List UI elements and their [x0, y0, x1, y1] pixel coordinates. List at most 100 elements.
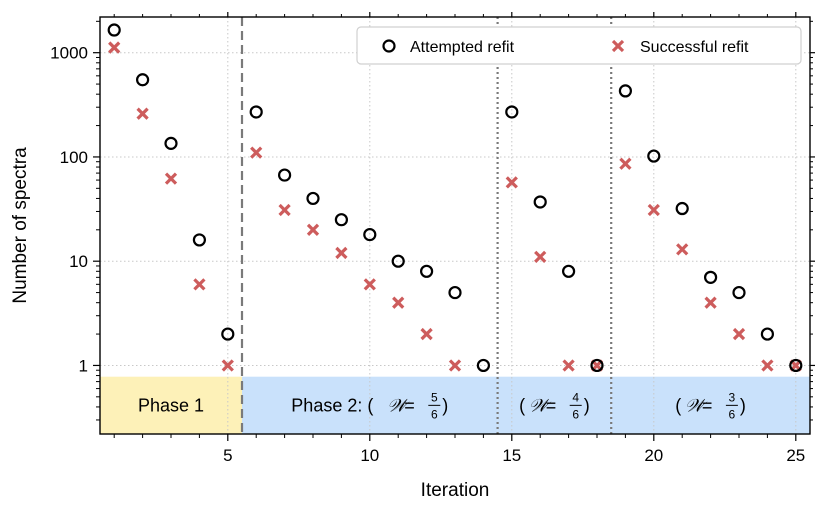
x-marker-stroke — [732, 327, 746, 341]
phase-label-text: 𝒲 — [387, 395, 410, 416]
x-marker-stroke — [505, 176, 518, 189]
legend: Attempted refit Successful refit — [356, 26, 802, 65]
x-marker-stroke — [619, 157, 632, 170]
successful-refit-point — [250, 146, 263, 159]
successful-refit-point — [363, 278, 376, 291]
successful-refit-point — [647, 203, 660, 217]
phase-label-text: ) — [584, 395, 590, 415]
x-marker-stroke — [193, 278, 206, 291]
attempted-refit-point — [420, 264, 434, 278]
phase-label-4: (𝒲 = 36) — [675, 390, 746, 421]
phase-band-4 — [611, 376, 810, 434]
x-tick-label: 25 — [786, 446, 805, 465]
attempted-refit-point — [107, 23, 121, 37]
plot-frame — [99, 16, 811, 435]
series-attempted-refit — [107, 23, 803, 373]
x-marker-stroke — [761, 359, 774, 372]
successful-refit-point — [306, 223, 320, 236]
y-tick-label: 1 — [79, 356, 88, 375]
x-marker-stroke — [704, 296, 717, 309]
attempted-refit-point — [306, 191, 320, 206]
phase-label-text: 𝒲 — [685, 395, 708, 416]
successful-refit-point — [136, 107, 149, 120]
attempted-refit-point — [278, 168, 292, 182]
x-marker-stroke — [221, 359, 234, 372]
attempted-refit-point — [382, 39, 396, 53]
attempted-refit-point — [391, 254, 405, 268]
phase-label-3: (𝒲 = 46) — [519, 390, 590, 421]
x-marker-stroke — [676, 243, 689, 256]
attempted-refit-point — [448, 285, 462, 300]
successful-refit-point — [611, 39, 625, 53]
phase-label-1: Phase 1 — [138, 395, 204, 415]
attempted-refit-point — [590, 358, 604, 373]
attempted-refit-point — [561, 264, 576, 278]
successful-refit-point — [704, 296, 717, 309]
phase-label-text: = — [404, 395, 415, 415]
x-marker-stroke — [392, 296, 405, 309]
x-marker-stroke — [164, 172, 178, 185]
x-marker-stroke — [306, 223, 320, 236]
successful-refit-point — [761, 359, 774, 372]
successful-refit-point — [164, 172, 178, 185]
successful-refit-point — [221, 359, 234, 372]
phase-dividers — [240, 17, 613, 434]
x-marker-stroke — [647, 203, 660, 217]
fraction-numerator: 5 — [431, 390, 438, 404]
x-marker-stroke — [278, 203, 291, 217]
attempted-refit-point — [164, 136, 178, 150]
legend-label: Attempted refit — [410, 39, 515, 56]
successful-refit-point — [108, 41, 121, 54]
x-marker-stroke — [335, 246, 348, 260]
attempted-refit-point — [192, 233, 206, 247]
attempted-refit-point — [703, 270, 718, 284]
phase-label-text: ) — [740, 395, 746, 415]
x-marker-stroke — [250, 146, 263, 159]
x-tick-label: 10 — [360, 446, 379, 465]
x-tick-label: 5 — [223, 446, 232, 465]
phase-label-text: Phase 1 — [138, 395, 204, 415]
phase-band-1 — [100, 376, 242, 434]
attempted-refit-point — [249, 105, 263, 119]
legend-label: Successful refit — [640, 39, 749, 56]
data-points — [107, 23, 803, 373]
legend-item: Successful refit — [611, 39, 749, 56]
attempted-refit-point — [476, 358, 490, 373]
successful-refit-point — [335, 246, 348, 260]
x-marker-stroke — [611, 39, 625, 53]
phase-label-text: = — [546, 395, 557, 415]
x-marker-stroke — [448, 359, 462, 372]
plot-border — [99, 16, 811, 435]
successful-refit-point — [278, 203, 291, 217]
phase-label-text: Phase 2: ( — [291, 395, 373, 415]
successful-refit-point — [562, 359, 575, 372]
x-marker-stroke — [363, 278, 376, 291]
x-tick-label: 20 — [644, 446, 663, 465]
phase-label-text: ( — [519, 395, 525, 415]
phase-label-text: 𝒲 — [529, 395, 552, 416]
x-marker-stroke — [420, 327, 433, 341]
y-axis-title: Number of spectra — [10, 147, 31, 304]
attempted-refit-point — [334, 213, 348, 227]
successful-refit-point — [193, 278, 206, 291]
attempted-refit-point — [647, 149, 661, 163]
successful-refit-point — [505, 176, 518, 189]
y-tick-label: 100 — [60, 148, 88, 167]
attempted-refit-point — [732, 285, 746, 300]
series-successful-refit — [108, 41, 802, 372]
y-tick-label: 10 — [69, 252, 88, 271]
successful-refit-point — [392, 296, 405, 309]
x-marker-stroke — [562, 359, 575, 372]
attempted-refit-point — [221, 327, 235, 341]
x-tick-label: 15 — [502, 446, 521, 465]
x-marker-stroke — [108, 41, 121, 54]
x-marker-stroke — [534, 250, 547, 264]
attempted-refit-point — [760, 327, 775, 341]
fraction-denominator: 6 — [431, 407, 438, 421]
successful-refit-point — [420, 327, 433, 341]
attempted-refit-point — [618, 84, 633, 98]
attempted-refit-point — [505, 105, 519, 119]
fraction-denominator: 6 — [572, 407, 579, 421]
